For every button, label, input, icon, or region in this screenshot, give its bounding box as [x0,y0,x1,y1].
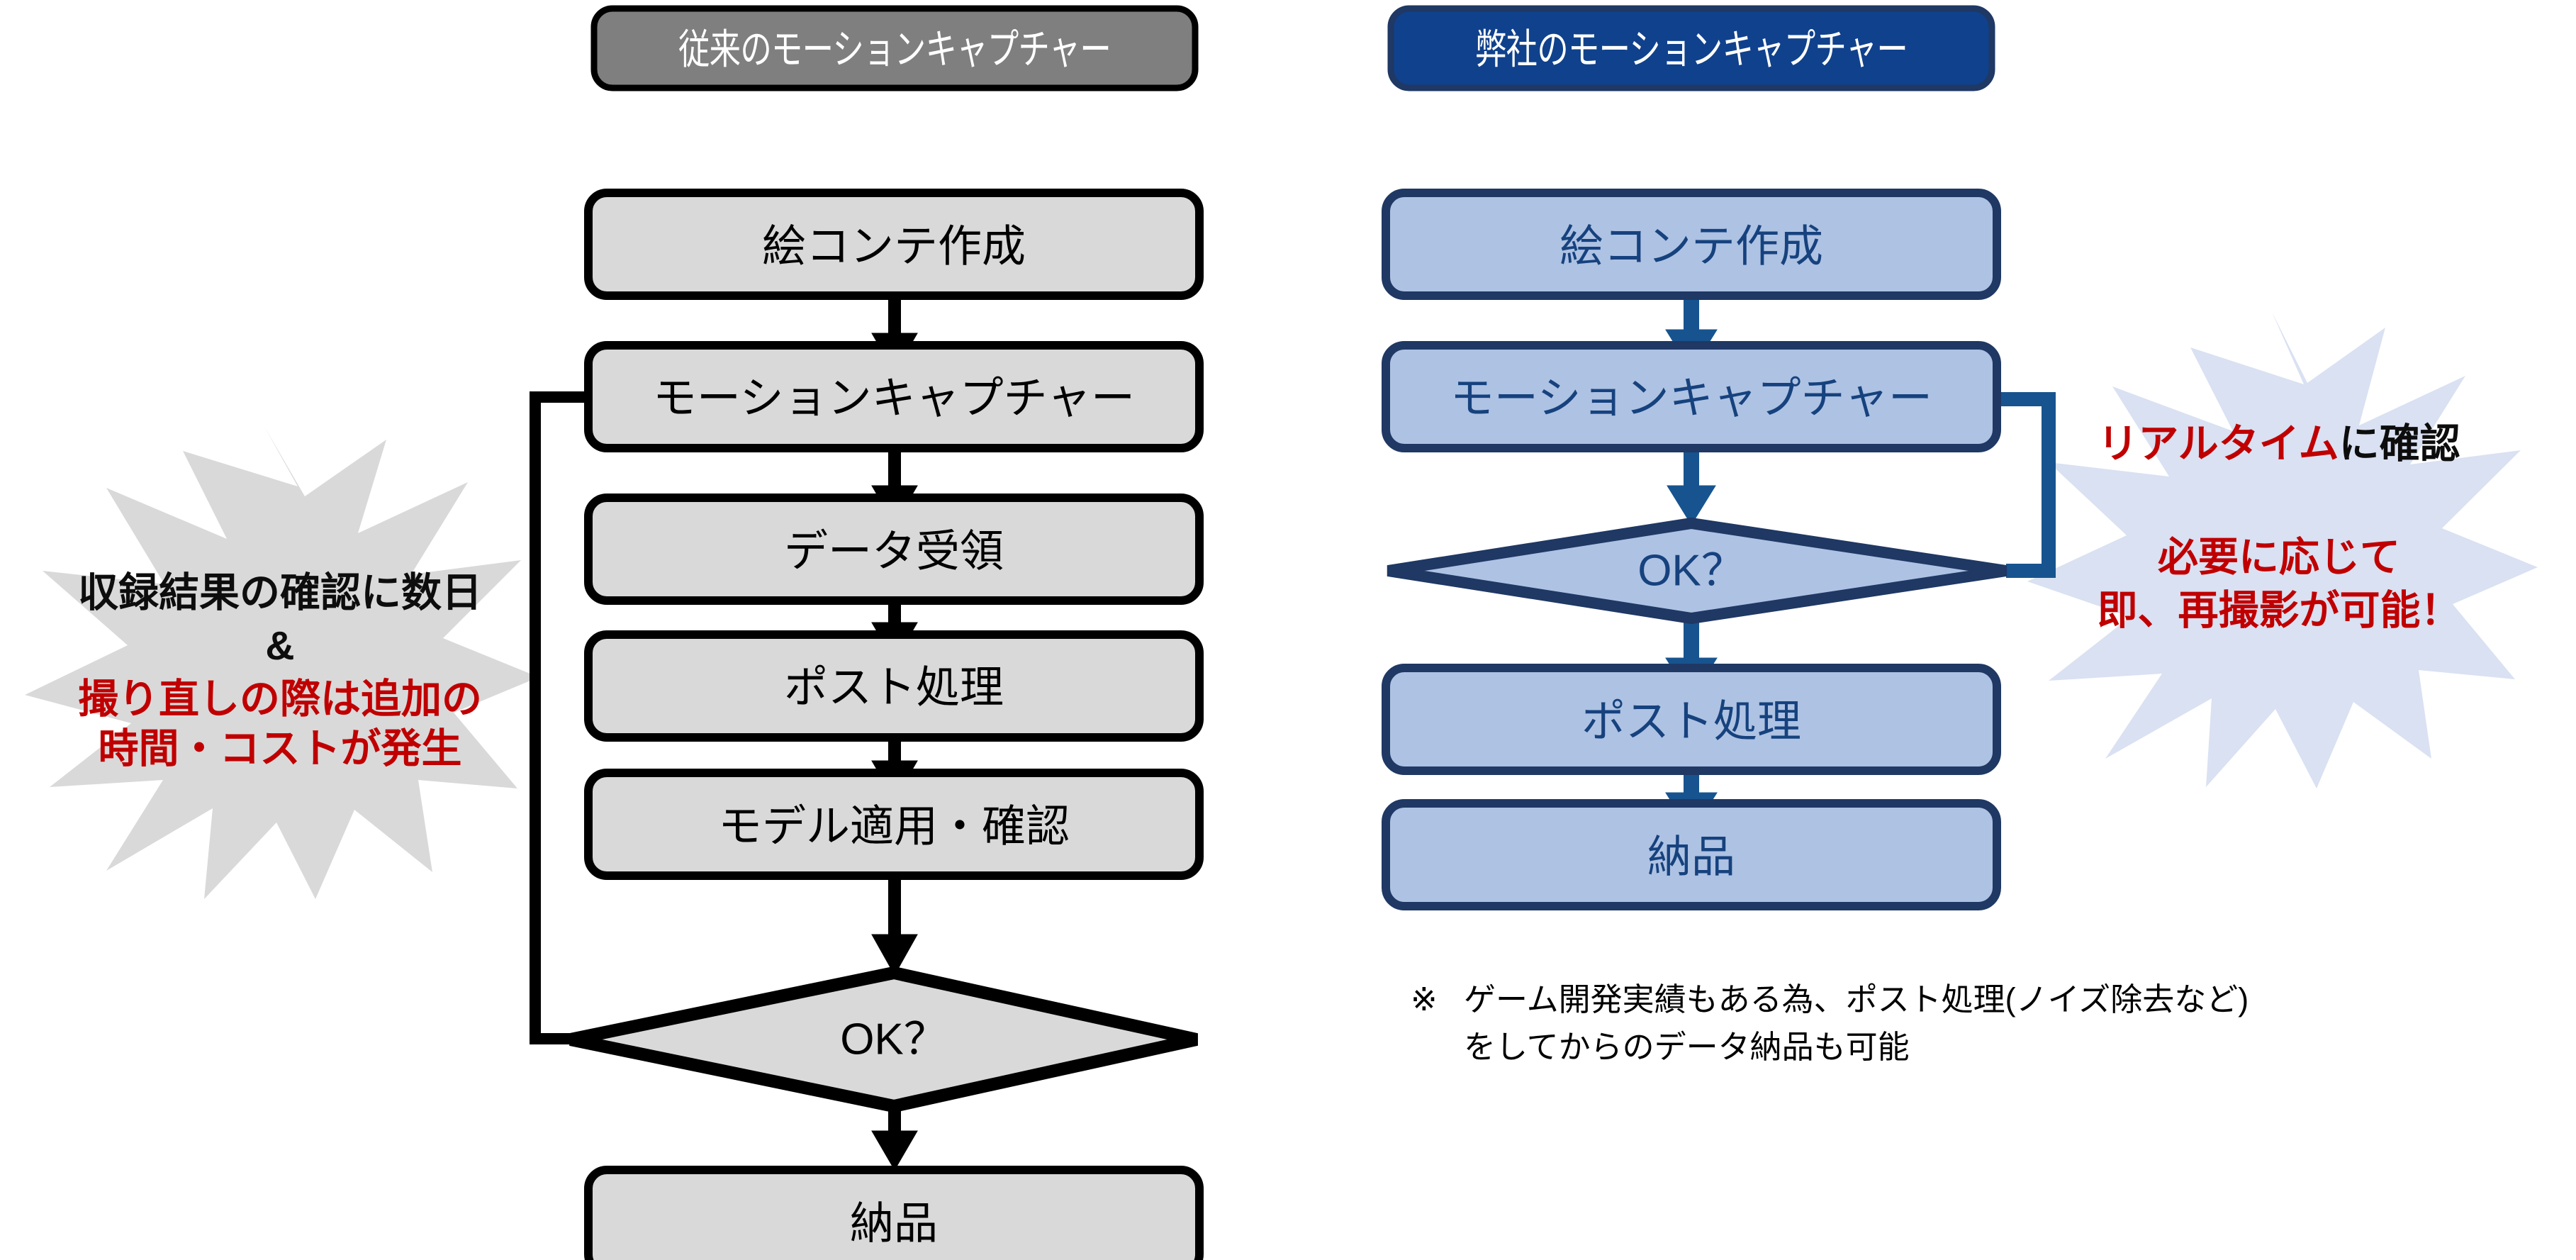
right-callout-line-3: 即、再撮影が可能！ [2098,588,2461,633]
right-node-post[interactable]: ポスト処理 [1382,664,2001,775]
left-arrow-head-6 [871,1130,918,1171]
left-node-data-receive[interactable]: データ受領 [584,494,1204,605]
right-node-mocap[interactable]: モーションキャプチャー [1382,341,2001,452]
footnote-line-1: ゲーム開発実績もある為、ポスト処理(ノイズ除去など) [1464,981,2249,1018]
left-callout-line-3: 撮り直しの際は追加の [78,676,482,722]
left-node-model-apply-label: モデル適用・確認 [718,803,1070,852]
right-node-post-shape [1382,664,2001,775]
right-node-storyboard[interactable]: 絵コンテ作成 [1382,189,2001,300]
left-node-storyboard-label: 絵コンテ作成 [762,223,1026,272]
right-column-header: 弊社のモーションキャプチャー [1387,5,1995,91]
right-callout-line-1-red: リアルタイム [2098,421,2339,467]
right-node-post-label: ポスト処理 [1581,698,1801,747]
left-node-mocap[interactable]: モーションキャプチャー [584,341,1204,452]
left-node-storyboard[interactable]: 絵コンテ作成 [584,189,1204,300]
right-node-storyboard-shape [1382,189,2001,300]
left-callout-line-4: 時間・コストが発生 [99,726,462,771]
left-node-post[interactable]: ポスト処理 [584,630,1204,742]
left-header-label: 従来のモーションキャプチャー [678,27,1111,73]
footnote-marker: ※ [1411,981,1438,1018]
left-header-box [590,5,1199,91]
right-header-label: 弊社のモーションキャプチャー [1475,27,1908,73]
right-flow-nodes: 絵コンテ作成 モーションキャプチャー OK？ ポスト処理 納品 [1382,189,2007,910]
footnote-line-2: をしてからのデータ納品も可能 [1464,1029,1910,1065]
right-node-delivery-shape [1382,799,2001,910]
left-node-model-apply[interactable]: モデル適用・確認 [584,769,1204,880]
left-callout-line-2: & [265,623,294,669]
left-node-delivery[interactable]: 納品 [584,1166,1204,1260]
left-node-storyboard-shape [584,189,1204,300]
left-column-header: 従来のモーションキャプチャー [590,5,1199,91]
left-node-post-label: ポスト処理 [784,664,1004,713]
left-callout-starburst [25,425,539,899]
right-node-mocap-label: モーションキャプチャー [1450,374,1932,423]
left-node-decision[interactable]: OK？ [569,966,1198,1113]
left-callout-line-1: 収録結果の確認に数日 [78,570,482,615]
right-callout-line-1-black: に確認 [2339,421,2460,467]
right-callout-line-1: リアルタイムに確認 [2098,421,2460,467]
right-callout-line-2: 必要に応じて [2158,535,2400,580]
right-node-delivery[interactable]: 納品 [1382,799,2001,910]
right-callout-text-group: リアルタイムに確認 必要に応じて 即、再撮影が可能！ [2098,421,2461,633]
left-arrow-head-5 [871,934,918,976]
left-node-post-shape [584,630,1204,742]
right-node-delivery-label: 納品 [1647,833,1735,882]
left-node-delivery-shape [584,1166,1204,1260]
left-flow-nodes: 絵コンテ作成 モーションキャプチャー データ受領 ポスト処理 モデル適用・確認 … [569,189,1204,1260]
left-node-mocap-label: モーションキャプチャー [653,374,1135,423]
left-star-shape [25,425,539,899]
left-node-mocap-shape [584,341,1204,452]
left-node-decision-label: OK？ [840,1015,948,1064]
right-callout-starburst [2027,312,2538,788]
right-node-mocap-shape [1382,341,2001,452]
right-node-decision-shape [1387,517,2007,625]
left-node-decision-shape [569,966,1198,1113]
footnote-block: ※ ゲーム開発実績もある為、ポスト処理(ノイズ除去など) をしてからのデータ納品… [1411,981,2249,1065]
left-node-data-receive-label: データ受領 [784,528,1004,576]
right-node-decision-label: OK？ [1637,547,1745,596]
right-arrow-head-2 [1667,485,1716,525]
right-header-box [1387,5,1995,91]
left-node-data-receive-shape [584,494,1204,605]
left-callout-text-group: 収録結果の確認に数日 & 撮り直しの際は追加の 時間・コストが発生 [78,570,482,771]
left-node-delivery-label: 納品 [850,1200,938,1249]
right-node-storyboard-label: 絵コンテ作成 [1559,223,1823,272]
right-node-decision[interactable]: OK？ [1387,517,2007,625]
right-star-shape [2027,312,2538,788]
left-node-model-apply-shape [584,769,1204,880]
